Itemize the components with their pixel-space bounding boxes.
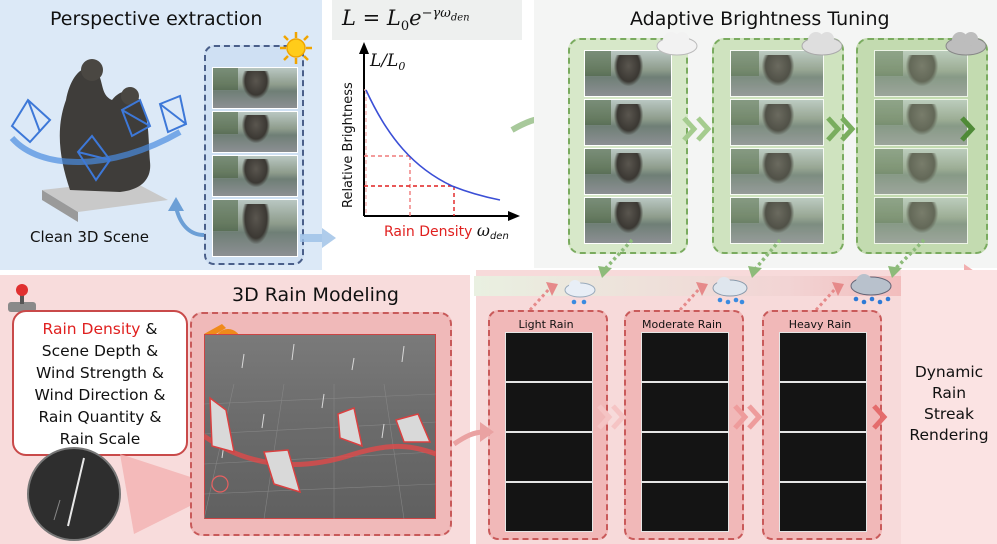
light-rain-frame-3 [505, 432, 593, 482]
formula-main: L = L [342, 6, 401, 30]
medium-cloud-icon [801, 32, 843, 56]
statue-silhouette [59, 67, 151, 192]
streak-chevrons-1 [597, 404, 627, 430]
dynamic-line-4: Rendering [909, 426, 989, 444]
param-wind-strength: Wind Strength & [36, 364, 164, 382]
dynamic-line-2: Rain [931, 384, 967, 402]
statue-head-2 [121, 87, 139, 105]
tuning-set-light [568, 38, 688, 254]
sun-icon [280, 32, 312, 64]
graph-y-top-label: L/L0 [369, 51, 405, 73]
light-cloud-icon [656, 32, 698, 56]
rain-cameras [209, 396, 432, 494]
param-rain-density-suffix: & [140, 320, 158, 338]
clean-3d-scene-label: Clean 3D Scene [30, 228, 149, 246]
light-rain-frame-1 [505, 332, 593, 382]
rain-parameters-box: Rain Density & Scene Depth & Wind Streng… [12, 310, 188, 456]
dynamic-line-1: Dynamic [914, 363, 984, 381]
brightness-density-graph: Relative Brightness L/L0 Rain Density ωd… [341, 42, 520, 242]
light-rain-frame-4 [505, 482, 593, 532]
light-rain-cloud-icon [564, 280, 596, 305]
camera-trajectory [9, 129, 182, 165]
rain-streaks [221, 343, 405, 459]
formula-exp-sup: −γω [421, 6, 451, 21]
streak-chevrons-2 [733, 404, 763, 430]
rain-modeling-title: 3D Rain Modeling [232, 284, 399, 306]
moderate-rain-frame-1 [641, 332, 729, 382]
statue-base-side [42, 190, 78, 222]
view-frame-3 [212, 155, 298, 197]
graph-x-arrow [508, 211, 520, 221]
light-rain-label: Light Rain [518, 318, 574, 331]
perspective-title: Perspective extraction [50, 8, 263, 30]
formula-exp-sub: den [450, 12, 470, 24]
formula-exp: e [409, 6, 422, 30]
dark-cloud-icon [945, 32, 987, 56]
graph-x-axis-label: Rain Density ωden [384, 221, 509, 242]
persp-to-graph-arrow [300, 228, 336, 248]
tuning-set-moderate [712, 38, 844, 254]
frames-to-scene-arrow [168, 197, 205, 237]
brightness-decay-curve [365, 89, 501, 201]
moderate-rain-frame-2 [641, 382, 729, 432]
dynamic-line-3: Streak [924, 405, 974, 423]
clean-3d-scene-illustration [9, 59, 188, 222]
tuning-set-heavy [856, 38, 988, 254]
graph-y-arrow [359, 42, 369, 54]
formula-sub: 0 [400, 19, 410, 35]
moderate-rain-frame-3 [641, 432, 729, 482]
param-wind-direction: Wind Direction & [34, 386, 166, 404]
tuning-to-streak-arrows [598, 238, 926, 278]
param-rain-scale: Rain Scale [59, 430, 141, 448]
param-rain-density: Rain Density & [14, 320, 186, 338]
modeling-to-streak-arrow [452, 422, 494, 447]
param-rain-density-text: Rain Density [42, 320, 141, 338]
moderate-rain-frame-4 [641, 482, 729, 532]
heavy-rain-frame-3 [779, 432, 867, 482]
extracted-views-box [204, 45, 304, 265]
chevron-heavy-out [960, 116, 976, 142]
heavy-rain-cloud-icon [850, 274, 892, 305]
moderate-rain-cloud-icon [712, 277, 748, 305]
heavy-rain-label: Heavy Rain [788, 318, 852, 331]
streak-to-cloud-arrows [528, 282, 844, 312]
chevrons-light-to-moderate [682, 116, 712, 142]
param-scene-depth: Scene Depth & [41, 342, 159, 360]
camera-frustums [10, 94, 188, 182]
light-rain-frame-2 [505, 382, 593, 432]
heavy-rain-frame-1 [779, 332, 867, 382]
view-frame-4 [212, 199, 298, 257]
moderate-rain-label: Moderate Rain [642, 318, 722, 331]
heavy-rain-frame-4 [779, 482, 867, 532]
formula-banner [332, 0, 522, 40]
statue-head [81, 59, 103, 81]
adaptive-title: Adaptive Brightness Tuning [630, 8, 890, 30]
param-rain-quantity: Rain Quantity & [38, 408, 162, 426]
blender-scene-overlay [204, 343, 436, 519]
streak-chevron-3 [872, 404, 888, 430]
dynamic-rendering-label: Dynamic Rain Streak Rendering [901, 362, 997, 446]
raindrop-magnifier [27, 447, 214, 541]
brightness-formula: L = L0e−γωden [342, 6, 470, 34]
dynamic-rendering-panel [901, 270, 997, 544]
graph-y-axis-label: Relative Brightness [341, 82, 356, 208]
chevrons-moderate-to-heavy [826, 116, 856, 142]
joystick-icon [8, 284, 36, 312]
view-frame-1 [212, 67, 298, 109]
view-frame-2 [212, 111, 298, 153]
heavy-rain-frame-2 [779, 382, 867, 432]
